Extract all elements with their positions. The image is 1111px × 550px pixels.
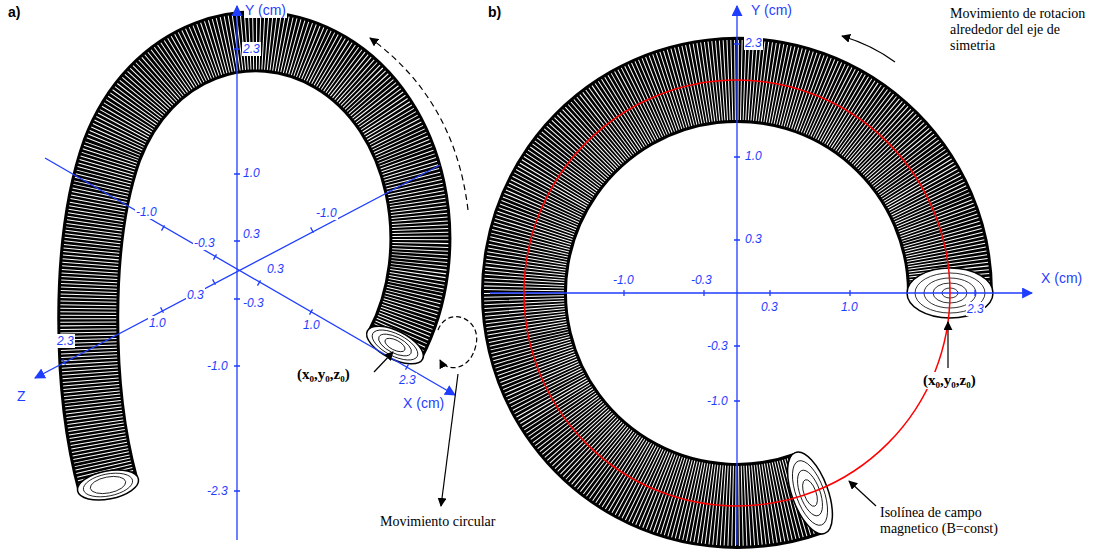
tick-number: -1.0 [135,205,158,219]
axis-label: Y (cm) [244,2,287,18]
tick-number: -1.0 [612,273,635,287]
y-ticks [234,49,240,491]
z-axis [35,165,440,378]
x-ticks [162,225,409,369]
y-ticks [734,44,740,401]
z-ticks [63,227,314,364]
tick-number: 1.0 [148,316,167,330]
tick-number: 0.3 [242,227,261,241]
tick-number: -0.3 [193,236,216,250]
leader-line [947,322,948,368]
tick-number: -0.3 [690,273,713,287]
point-label: (x₀,y₀,z₀) [296,366,351,383]
tick-number: -0.3 [706,339,729,353]
tick-number: 2.3 [744,36,763,50]
tick-number: 0.3 [266,262,285,276]
helical-tube-b [524,80,993,540]
cap-ring [89,474,127,497]
axis-label: X (cm) [402,395,445,411]
cap-ring [81,469,134,500]
tick-number: 1.0 [744,149,763,163]
tick-number: -2.3 [206,484,229,498]
tick-number: 1.0 [302,318,321,332]
tick-number: 2.3 [56,334,75,348]
cap-ring [375,330,414,361]
tick-number: 2.3 [398,373,417,387]
annotation: Movimiento circular [380,514,495,530]
y-axis [236,6,237,540]
tick-number: 0.3 [744,232,763,246]
tube-end-cap [75,465,141,504]
axis-label: X (cm) [1040,270,1083,286]
circular-motion-loop [438,317,477,368]
rotation-arrow-dashed [370,38,468,210]
cap-outline [361,318,429,371]
tick-number: -1.0 [315,206,338,220]
tube-start-cap [361,318,429,371]
leader-line [849,481,876,506]
tick-number: 2.3 [966,302,985,316]
annotation: Movimiento de rotacion alrededor del eje… [950,6,1102,54]
panel-label: a) [8,4,20,20]
tick-number: 2.3 [242,42,261,56]
tick-number: 0.3 [760,300,779,314]
tick-number: -1.0 [706,394,729,408]
rotation-arrow [842,36,895,62]
tick-number: 0.3 [186,288,205,302]
tick-number: -1.0 [206,359,229,373]
point-label: (x₀,y₀,z₀) [922,372,977,389]
axes-b [490,6,1032,545]
axis-label: Z [16,388,27,404]
x-axis [45,158,455,395]
annotation: Isolínea de campo magnetico (B=const) [880,505,1030,537]
tick-number: -0.3 [242,296,265,310]
cap-outline [75,465,141,504]
tick-number: 1.0 [840,300,859,314]
axis-label: Y (cm) [750,2,793,18]
cap-ring [383,336,407,355]
y-axis [736,6,737,545]
axes-a [35,6,455,540]
magnetic-isoline [524,80,950,506]
leader-line [441,374,458,506]
x-ticks [624,290,975,296]
panel-label: b) [488,4,501,20]
helical-tube-a [75,41,429,504]
tick-number: 1.0 [242,166,261,180]
leader-line [374,352,393,372]
